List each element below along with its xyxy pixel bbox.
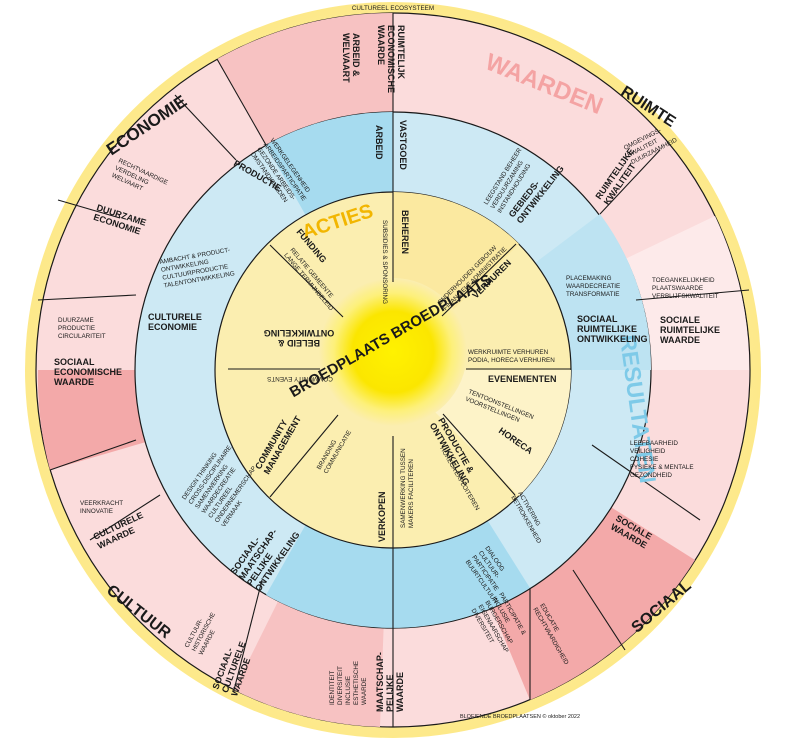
middle-sociaal-maatschappelijke-desc: DESIGN THINKING CROSS-DISCIPLINAIRE SAME… — [181, 444, 258, 528]
outer-sociale-waarde-desc: LEEFBAARHEID VEILIGHEID COHESIE FYSIEKE … — [630, 440, 694, 479]
svg-text:WELVAART: WELVAART — [341, 33, 351, 83]
svg-text:INNOVATIE: INNOVATIE — [80, 508, 113, 515]
svg-text:RUIMTELIJKE: RUIMTELIJKE — [577, 324, 637, 334]
svg-text:INCLUSIE: INCLUSIE — [345, 676, 352, 705]
svg-text:PELIJKE: PELIJKE — [385, 674, 395, 712]
svg-text:EVENEMENTEN: EVENEMENTEN — [488, 374, 557, 384]
svg-text:ONTWIKKELING: ONTWIKKELING — [577, 334, 648, 344]
middle-sociaal-ruimtelijke-desc: PLACEMAKING WAARDECREATIE TRANSFORMATIE — [566, 275, 620, 298]
outer-sociale-ruimtelijke-desc: TOEGANKELIJKHEID PLAATSWAARDE VERBLIJFSK… — [652, 277, 719, 300]
credit-label: BLOEIENDE BROEDPLAATSEN © oktober 2022 — [460, 713, 580, 720]
middle-vastgoed: VASTGOED — [398, 120, 408, 170]
svg-text:ECONOMISCHE: ECONOMISCHE — [386, 25, 396, 93]
svg-text:WAARDE: WAARDE — [54, 377, 94, 387]
outer-sociaal-economische: SOCIAAL ECONOMISCHE WAARDE — [54, 357, 122, 387]
svg-text:IDENTITEIT: IDENTITEIT — [329, 671, 336, 705]
svg-text:ECONOMIE: ECONOMIE — [148, 322, 197, 332]
middle-sociaal-ruimtelijke: SOCIAAL RUIMTELIJKE ONTWIKKELING — [577, 314, 648, 344]
svg-text:TRANSFORMATIE: TRANSFORMATIE — [566, 291, 619, 298]
svg-text:SUBSIDIES & SPONSORING: SUBSIDIES & SPONSORING — [381, 220, 388, 304]
svg-text:WAARDECREATIE: WAARDECREATIE — [566, 283, 620, 290]
svg-text:SOCIAAL: SOCIAAL — [54, 357, 95, 367]
outer-ruimtelijk-economische: RUIMTELIJK ECONOMISCHE WAARDE — [376, 25, 406, 93]
svg-text:ARBEID: ARBEID — [374, 125, 384, 160]
inner-beheren-desc: SUBSIDIES & SPONSORING — [381, 220, 388, 304]
svg-text:PODIA, HORECA VERHUREN: PODIA, HORECA VERHUREN — [468, 357, 555, 364]
outer-sociale-ruimtelijke: SOCIALE RUIMTELIJKE WAARDE — [660, 315, 720, 345]
svg-text:ARBEID &: ARBEID & — [351, 33, 361, 77]
svg-text:MAKERS FACILITEREN: MAKERS FACILITEREN — [408, 459, 415, 528]
middle-culturele-economie: CULTURELE ECONOMIE — [148, 312, 202, 332]
svg-text:FYSIEKE & MENTALE: FYSIEKE & MENTALE — [630, 464, 694, 471]
svg-text:COHESIE: COHESIE — [630, 456, 658, 463]
svg-text:WAARDE: WAARDE — [376, 25, 386, 65]
outer-maatschappelijke: MAATSCHAP- PELIJKE WAARDE — [375, 652, 405, 712]
svg-text:RUIMTELIJKE: RUIMTELIJKE — [660, 325, 720, 335]
center-sun — [319, 278, 467, 426]
ecosystem-label: CULTUREEL ECOSYSTEEM — [352, 5, 434, 12]
inner-beleid: BELEID & ONTWIKKELING — [264, 328, 335, 348]
svg-text:VERBLIJFSKWALITEIT: VERBLIJFSKWALITEIT — [652, 293, 719, 300]
svg-text:SOCIALE: SOCIALE — [660, 315, 700, 325]
svg-text:WAARDE: WAARDE — [361, 678, 368, 705]
svg-text:PLAATSWAARDE: PLAATSWAARDE — [652, 285, 703, 292]
outer-maatschappelijke-desc: IDENTITEIT DIVERSITEIT INCLUSIE ESTHETIS… — [329, 661, 368, 705]
inner-verkopen: VERKOPEN — [377, 491, 387, 542]
svg-text:PRODUCTIE: PRODUCTIE — [58, 325, 95, 332]
svg-text:RUIMTELIJK: RUIMTELIJK — [396, 25, 406, 80]
svg-text:PLACEMAKING: PLACEMAKING — [566, 275, 612, 282]
inner-evenementen: EVENEMENTEN — [488, 374, 557, 384]
outer-arbeid-welvaart: ARBEID & WELVAART — [341, 33, 361, 83]
svg-text:BEHEREN: BEHEREN — [400, 210, 410, 254]
svg-text:LEEFBAARHEID: LEEFBAARHEID — [630, 440, 678, 447]
svg-text:GEZONDHEID: GEZONDHEID — [630, 472, 672, 479]
svg-text:ESTHETISCHE: ESTHETISCHE — [353, 661, 360, 705]
inner-community-events: COMMUNITY EVENTS — [267, 375, 333, 382]
inner-evenementen-desc: WERKRUIMTE VERHUREN PODIA, HORECA VERHUR… — [468, 349, 555, 364]
svg-text:WAARDE: WAARDE — [660, 335, 700, 345]
svg-text:MAATSCHAP-: MAATSCHAP- — [375, 652, 385, 712]
svg-text:WAARDE: WAARDE — [395, 672, 405, 712]
svg-text:BELEID &: BELEID & — [278, 338, 321, 348]
svg-text:DUURZAME: DUURZAME — [58, 317, 94, 324]
svg-text:VERKOPEN: VERKOPEN — [377, 491, 387, 542]
outer-sociaal-economische-desc: DUURZAME PRODUCTIE CIRCULARITEIT — [58, 317, 106, 340]
svg-text:SAMENWERKING TUSSEN: SAMENWERKING TUSSEN — [400, 448, 407, 528]
svg-text:VASTGOED: VASTGOED — [398, 120, 408, 170]
svg-text:DIVERSITEIT: DIVERSITEIT — [337, 666, 344, 705]
svg-text:SOCIAAL: SOCIAAL — [577, 314, 618, 324]
svg-text:VEILIGHEID: VEILIGHEID — [630, 448, 666, 455]
svg-text:WERKRUIMTE VERHUREN: WERKRUIMTE VERHUREN — [468, 349, 549, 356]
svg-text:COMMUNITY EVENTS: COMMUNITY EVENTS — [267, 375, 333, 382]
svg-text:TOEGANKELIJKHEID: TOEGANKELIJKHEID — [652, 277, 715, 284]
inner-verkopen-desc: SAMENWERKING TUSSEN MAKERS FACILITEREN — [400, 448, 415, 528]
divider-lines — [37, 13, 750, 727]
svg-text:CIRCULARITEIT: CIRCULARITEIT — [58, 333, 106, 340]
svg-text:CULTURELE: CULTURELE — [148, 312, 202, 322]
svg-text:ECONOMISCHE: ECONOMISCHE — [54, 367, 122, 377]
outer-culturele-waarde-desc: VEERKRACHT INNOVATIE — [80, 500, 123, 515]
inner-beheren: BEHEREN — [400, 210, 410, 254]
middle-arbeid: ARBEID — [374, 125, 384, 160]
svg-text:VEERKRACHT: VEERKRACHT — [80, 500, 123, 507]
svg-text:ONTWIKKELING: ONTWIKKELING — [264, 328, 335, 338]
